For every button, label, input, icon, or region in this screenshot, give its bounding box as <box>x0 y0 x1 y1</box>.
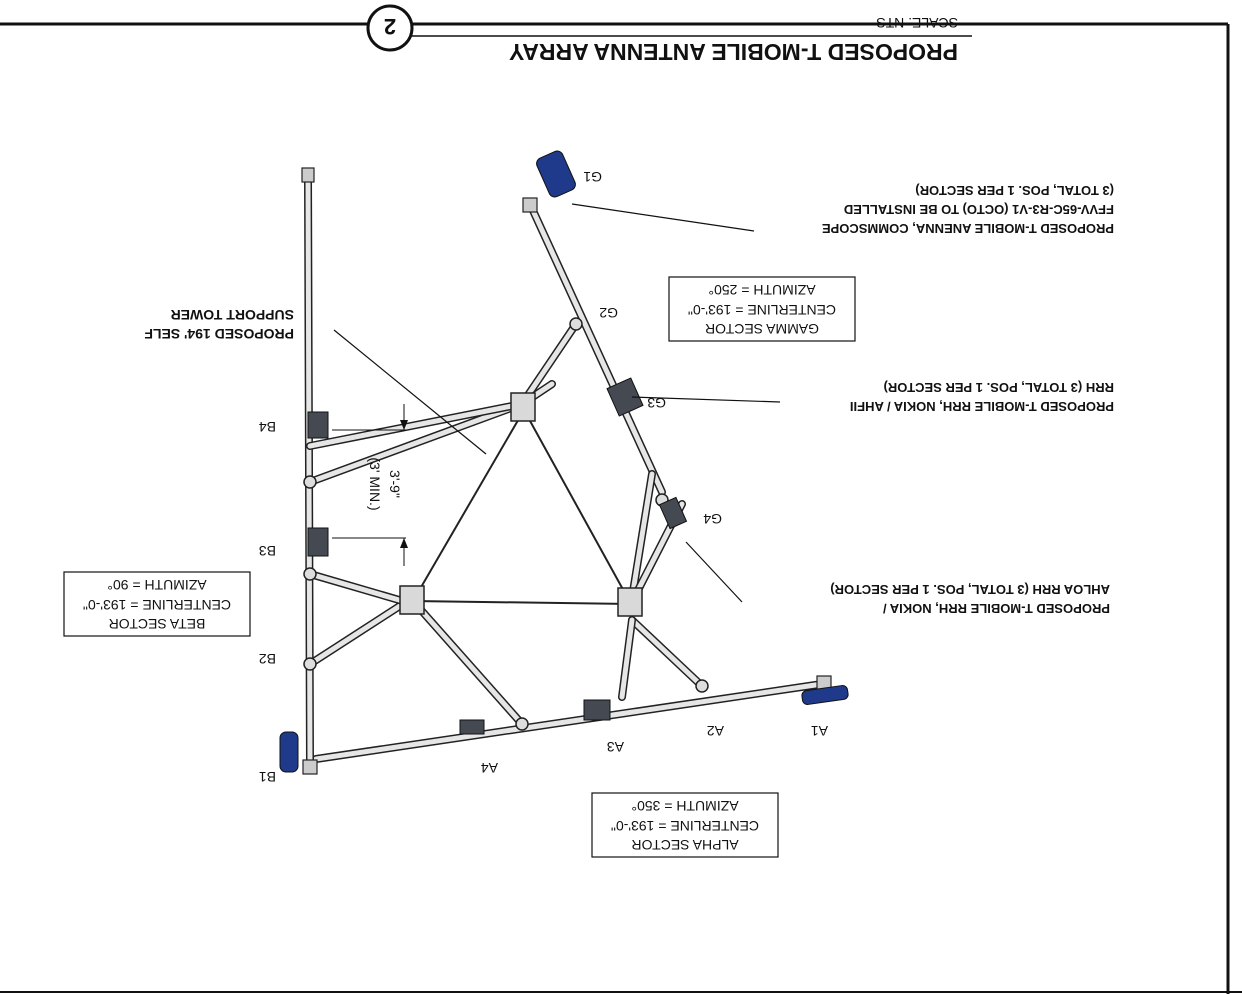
callout-leaders <box>333 203 781 603</box>
beta-azimuth: AZIMUTH = 90° <box>107 577 206 593</box>
tower-structure <box>301 167 832 775</box>
label-B4: B4 <box>259 419 276 435</box>
antenna-callout-line2: FFVV-65C-R3-V1 (OCTO) TO BE INSTALLED <box>844 202 1114 217</box>
antenna-G1 <box>536 150 576 198</box>
rrh-ahloa-callout-line1: PROPOSED T-MOBILE RRH, NOKIA / <box>883 601 1110 616</box>
alpha-centerline: CENTERLINE = 193'-0" <box>611 818 759 834</box>
detail-bubble <box>366 4 414 52</box>
label-G3: G3 <box>647 395 666 411</box>
callout-antenna: PROPOSED T-MOBILE ANENNA, COMMSCOPE FFVV… <box>822 183 1114 236</box>
rrh-A4 <box>459 719 485 735</box>
rrh-B4 <box>307 411 329 439</box>
rrh-ahfii-leader <box>631 396 781 403</box>
callout-rrh-ahloa: PROPOSED T-MOBILE RRH, NOKIA / AHLOA RRH… <box>830 582 1110 616</box>
label-A3: A3 <box>607 739 624 755</box>
label-A1: A1 <box>811 723 828 739</box>
label-G1: G1 <box>583 169 602 185</box>
antenna-B1 <box>279 731 299 773</box>
beta-sector-name: BETA SECTOR <box>109 616 206 632</box>
drawing-scale: SCALE: NTS <box>876 15 958 31</box>
rrh-ahfii-callout-line2: RRH (3 TOTAL, POS. 1 PER SECTOR) <box>884 380 1114 395</box>
detail-number: 2 <box>384 14 396 39</box>
tower-leader <box>333 329 487 455</box>
antenna-callout-line1: PROPOSED T-MOBILE ANENNA, COMMSCOPE <box>822 221 1114 236</box>
sector-beta-box: BETA SECTOR CENTERLINE = 193'-0" AZIMUTH… <box>63 571 251 637</box>
alpha-boom <box>313 681 825 762</box>
tower-callout-line1: PROPOSED 194' SELF <box>144 326 294 342</box>
label-B1: B1 <box>259 769 276 785</box>
beta-centerline: CENTERLINE = 193'-0" <box>83 597 231 613</box>
antenna-A1 <box>801 685 849 705</box>
rrh-ahfii-callout-line1: PROPOSED T-MOBILE RRH, NOKIA / AHFII <box>850 399 1114 414</box>
rrh-ahloa-leader <box>685 541 743 603</box>
drawing-title: PROPOSED T-MOBILE ANTENNA ARRAY <box>509 39 958 65</box>
sector-alpha-box: ALPHA SECTOR CENTERLINE = 193'-0" AZIMUT… <box>591 792 779 858</box>
gamma-sector-name: GAMMA SECTOR <box>705 321 819 337</box>
rrh-G3 <box>606 377 644 417</box>
callout-tower: PROPOSED 194' SELF SUPPORT TOWER <box>144 307 294 342</box>
tower-callout-line2: SUPPORT TOWER <box>171 307 294 323</box>
beta-boom <box>305 173 313 767</box>
tower-triangle <box>411 407 633 606</box>
gamma-centerline: CENTERLINE = 193'-0" <box>688 302 836 318</box>
dimension-value: 3'-9" <box>387 470 403 498</box>
label-A4: A4 <box>481 760 498 776</box>
gamma-boom <box>527 201 665 495</box>
rrh-B3 <box>307 527 329 557</box>
antenna-leader <box>571 203 755 232</box>
rrh-group <box>307 377 688 735</box>
tower-leg-connection <box>510 392 536 422</box>
antenna-group <box>279 150 849 773</box>
alpha-sector-name: ALPHA SECTOR <box>631 837 738 853</box>
dimension-annotation: 3'-9" (3' MIN.) <box>332 404 408 566</box>
title-block: PROPOSED T-MOBILE ANTENNA ARRAY SCALE: N… <box>366 4 972 65</box>
dimension-min: (3' MIN.) <box>367 457 383 510</box>
label-B2: B2 <box>259 651 276 667</box>
alpha-azimuth: AZIMUTH = 350° <box>631 798 738 814</box>
rrh-G4 <box>658 496 688 530</box>
antenna-callout-line3: (3 TOTAL, POS. 1 PER SECTOR) <box>915 183 1114 198</box>
tower-leg-connection <box>399 585 425 615</box>
label-G4: G4 <box>703 511 722 527</box>
callout-rrh-ahfii: PROPOSED T-MOBILE RRH, NOKIA / AHFII RRH… <box>850 380 1114 414</box>
label-A2: A2 <box>707 723 724 739</box>
tower-leg-connection <box>617 587 643 617</box>
label-G2: G2 <box>599 305 618 321</box>
sector-gamma-box: GAMMA SECTOR CENTERLINE = 193'-0" AZIMUT… <box>668 276 856 342</box>
rrh-ahloa-callout-line2: AHLOA RRH (3 TOTAL, POS. 1 PER SECTOR) <box>830 582 1110 597</box>
position-labels: A1 A2 A3 A4 B1 B2 B3 B4 G1 G2 G3 G4 <box>259 169 828 785</box>
gamma-azimuth: AZIMUTH = 250° <box>708 282 815 298</box>
label-B3: B3 <box>259 543 276 559</box>
rrh-A3 <box>583 699 611 721</box>
